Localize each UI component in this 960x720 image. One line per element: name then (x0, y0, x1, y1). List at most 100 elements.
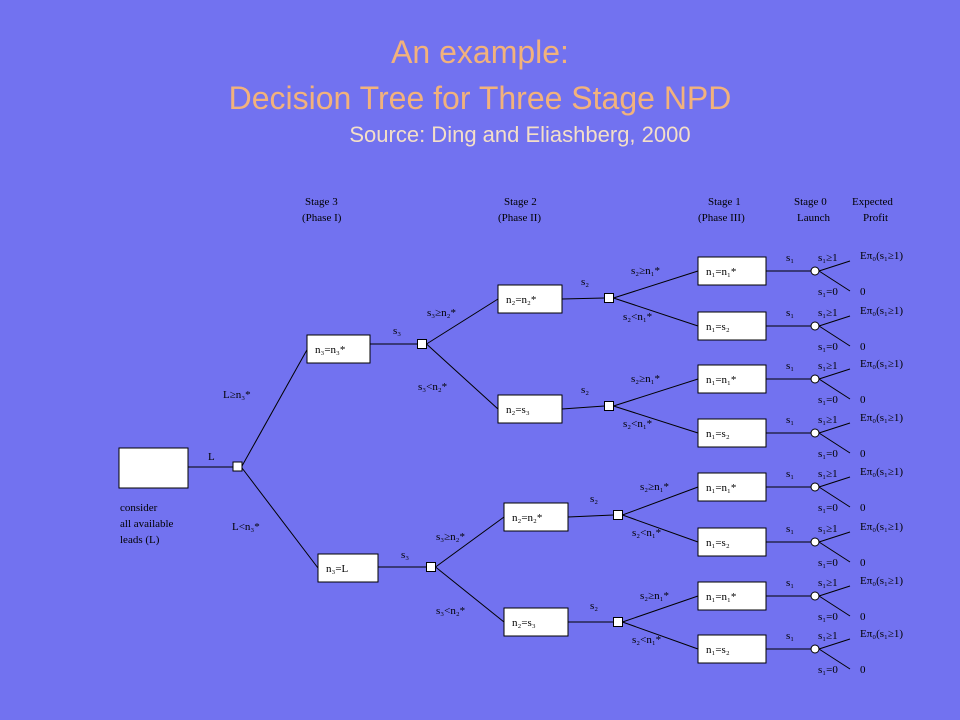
stage1-node-5 (697, 472, 767, 502)
stage3-lower-branch-2 (435, 566, 505, 623)
root-upper-branch (241, 347, 309, 467)
stage3-upper-label-1: s₃≥n₂* (427, 307, 456, 319)
root-lower-branch (241, 467, 319, 569)
stage0-chance-node-4 (810, 428, 820, 438)
header-phase3: (Phase III) (698, 212, 745, 224)
outcome-s1-eq0-8: s₁=0 (818, 664, 838, 676)
stage1-node-2 (697, 311, 767, 341)
stage3-lower-label-2: s₃<n₂* (436, 605, 465, 617)
stage3-lower-label-1: s₃<n₂* (418, 381, 447, 393)
root-lower-branch-label: L<n₃* (232, 521, 260, 533)
stage2-decision-node-4 (613, 617, 623, 627)
stage1-s1-label-1: s₁ (786, 252, 794, 264)
stage1-s1-label-3: s₁ (786, 360, 794, 372)
stage0-chance-node-2 (810, 321, 820, 331)
stage2-node-4-label: n₂=s₃ (512, 617, 536, 629)
header-stage3: Stage 3 (305, 196, 338, 208)
outcome-profit-6: Eπ₀(s₁≥1) (860, 521, 903, 533)
outcome-s1-eq0-3: s₁=0 (818, 394, 838, 406)
stage0-chance-node-8 (810, 644, 820, 654)
outcome-upper-line-1 (818, 260, 851, 272)
stage2-lower-label-2: s₂<n₁* (623, 418, 652, 430)
stage0-chance-node-1 (810, 266, 820, 276)
stage2-upper-label-3: s₂≥n₁* (640, 481, 669, 493)
stage1-node-1 (697, 256, 767, 286)
root-consider-line-2: all available (120, 518, 174, 530)
stage2-upper-label-2: s₂≥n₁* (631, 373, 660, 385)
stage1-s1-label-7: s₁ (786, 577, 794, 589)
stage2-decision-node-3 (613, 510, 623, 520)
header-launch: Launch (797, 212, 830, 224)
outcome-zero-6: 0 (860, 557, 866, 569)
header-stage1: Stage 1 (708, 196, 741, 208)
stage1-s1-label-2: s₁ (786, 307, 794, 319)
stage1-node-5-label: n₁=n₁* (706, 482, 736, 494)
stage2-connector-2 (561, 405, 605, 410)
outcome-zero-5: 0 (860, 502, 866, 514)
outcome-s1-eq0-6: s₁=0 (818, 557, 838, 569)
outcome-lower-line-8 (818, 648, 851, 670)
stage2-upper-branch-1 (613, 270, 699, 299)
stage3-lower-branch-1 (426, 343, 499, 410)
outcome-profit-7: Eπ₀(s₁≥1) (860, 575, 903, 587)
stage2-lower-branch-2 (613, 405, 699, 434)
stage1-node-6 (697, 527, 767, 557)
header-phase1: (Phase I) (302, 212, 342, 224)
stage2-s2-label-2: s₂ (581, 384, 589, 396)
stage1-node-7-label: n₁=n₁* (706, 591, 736, 603)
outcome-s1-eq0-7: s₁=0 (818, 611, 838, 623)
root-label-L: L (208, 451, 215, 463)
root-decision-node (232, 461, 243, 472)
stage1-node-6-label: n₁=s₂ (706, 537, 730, 549)
outcome-s1-eq0-2: s₁=0 (818, 341, 838, 353)
stage2-s2-label-1: s₂ (581, 276, 589, 288)
outcome-profit-3: Eπ₀(s₁≥1) (860, 358, 903, 370)
outcome-profit-1: Eπ₀(s₁≥1) (860, 250, 903, 262)
stage3-node-2-label: n₃=L (326, 563, 349, 575)
outcome-zero-3: 0 (860, 394, 866, 406)
stage1-s1-label-6: s₁ (786, 523, 794, 535)
outcome-s1-ge-6: s₁≥1 (818, 523, 838, 535)
outcome-s1-ge-7: s₁≥1 (818, 577, 838, 589)
stage3-node-2 (317, 553, 379, 583)
stage2-decision-node-1 (604, 293, 614, 303)
stage2-lower-label-1: s₂<n₁* (623, 311, 652, 323)
stage1-node-3 (697, 364, 767, 394)
outcome-s1-ge-4: s₁≥1 (818, 414, 838, 426)
outcome-upper-line-5 (818, 476, 851, 488)
outcome-lower-line-4 (818, 432, 851, 454)
outcome-zero-8: 0 (860, 664, 866, 676)
stage2-lower-branch-3 (622, 514, 699, 543)
stage2-lower-branch-4 (622, 621, 699, 650)
header-stage0: Stage 0 (794, 196, 827, 208)
stage3-decision-node-1 (417, 339, 427, 349)
outcome-upper-line-6 (818, 531, 851, 543)
outcome-lower-line-2 (818, 325, 851, 347)
root-consider-line-1: consider (120, 502, 158, 514)
outcome-s1-ge-1: s₁≥1 (818, 252, 838, 264)
title-line-2: Decision Tree for Three Stage NPD (228, 80, 732, 116)
outcome-lower-line-5 (818, 486, 851, 508)
title-line-1: An example: (391, 34, 569, 70)
stage2-node-2-label: n₂=s₃ (506, 404, 530, 416)
stage1-node-4-label: n₁=s₂ (706, 428, 730, 440)
outcome-profit-5: Eπ₀(s₁≥1) (860, 466, 903, 478)
stage1-s1-label-8: s₁ (786, 630, 794, 642)
stage1-node-3-label: n₁=n₁* (706, 374, 736, 386)
stage2-node-4 (503, 607, 569, 637)
stage2-connector-1 (561, 297, 605, 300)
stage2-node-3-label: n₂=n₂* (512, 512, 542, 524)
stage3-upper-branch-2 (435, 516, 505, 568)
stage2-upper-branch-3 (622, 486, 699, 516)
outcome-profit-8: Eπ₀(s₁≥1) (860, 628, 903, 640)
stage1-node-2-label: n₁=s₂ (706, 321, 730, 333)
stage0-chance-node-3 (810, 374, 820, 384)
outcome-s1-ge-5: s₁≥1 (818, 468, 838, 480)
stage3-node-1-label: n₃=n₃* (315, 344, 345, 356)
stage1-node-8 (697, 634, 767, 664)
tree-branches: n₃=n₃*s₃s₃≥n₂*s₃<n₂*n₃=Ls₃s₃≥n₂*s₃<n₂*n₂… (306, 250, 903, 676)
stage0-chance-node-5 (810, 482, 820, 492)
stage2-lower-branch-1 (613, 297, 699, 327)
stage2-upper-branch-4 (622, 595, 699, 623)
stage2-upper-label-1: s₂≥n₁* (631, 265, 660, 277)
